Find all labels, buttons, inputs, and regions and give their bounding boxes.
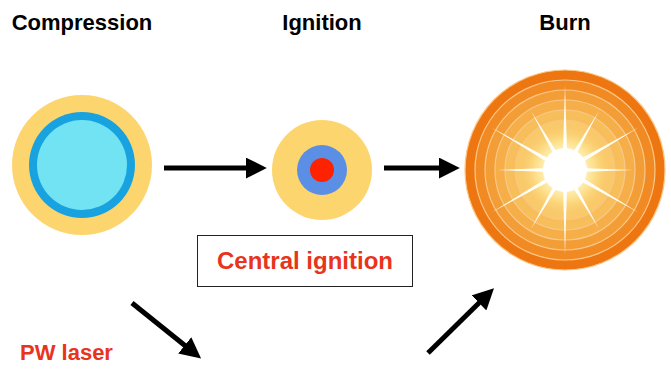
ignition-target: Ignition xyxy=(272,120,372,220)
stage-arrow xyxy=(384,166,443,171)
laser-label: PW laser xyxy=(20,340,113,366)
target-drawing xyxy=(465,70,665,270)
target-drawing xyxy=(272,120,372,220)
burn-target: Burn xyxy=(465,70,665,270)
up-arrow xyxy=(428,300,482,353)
stage-heading: Compression xyxy=(12,10,153,36)
target-drawing xyxy=(12,95,152,235)
stage-heading: Burn xyxy=(539,10,590,36)
box-label: Central ignition xyxy=(217,247,393,275)
compression-target: Compression xyxy=(12,95,152,235)
stage-arrow xyxy=(164,166,250,171)
down-arrow xyxy=(132,303,188,348)
stage-heading: Ignition xyxy=(282,10,361,36)
caption-box: Central ignition xyxy=(197,235,413,287)
